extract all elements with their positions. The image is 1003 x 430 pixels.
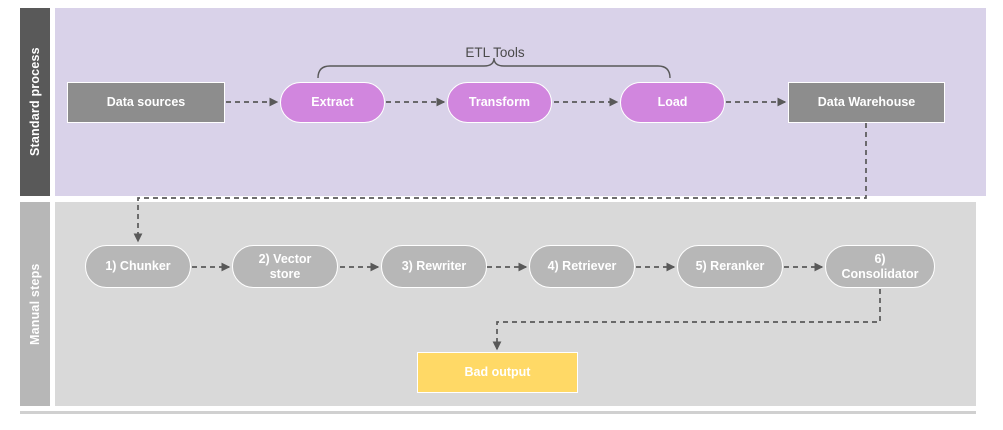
node-label-bad-output: Bad output — [464, 365, 531, 380]
node-retriever[interactable]: 4) Retriever — [529, 245, 635, 288]
node-label-data-warehouse: Data Warehouse — [817, 95, 916, 110]
node-label-transform: Transform — [468, 95, 531, 110]
node-data-warehouse[interactable]: Data Warehouse — [788, 82, 945, 123]
node-bad-output[interactable]: Bad output — [417, 352, 578, 393]
bottom-divider-rule — [20, 411, 976, 414]
node-vector-store[interactable]: 2) Vector store — [232, 245, 338, 288]
node-transform[interactable]: Transform — [447, 82, 552, 123]
node-extract[interactable]: Extract — [280, 82, 385, 123]
node-label-consolidator: 6) Consolidator — [841, 251, 919, 281]
node-label-reranker: 5) Reranker — [695, 259, 765, 274]
etl-tools-label: ETL Tools — [465, 45, 525, 60]
node-rewriter[interactable]: 3) Rewriter — [381, 245, 487, 288]
node-label-load: Load — [657, 95, 688, 110]
lane-label-manual-steps: Manual steps — [28, 263, 42, 345]
node-chunker[interactable]: 1) Chunker — [85, 245, 191, 288]
lane-label-standard-process: Standard process — [28, 47, 42, 157]
lane-header-manual-steps: Manual steps — [20, 202, 50, 406]
node-label-data-sources: Data sources — [106, 95, 186, 110]
node-reranker[interactable]: 5) Reranker — [677, 245, 783, 288]
node-data-sources[interactable]: Data sources — [67, 82, 225, 123]
node-label-vector-store: 2) Vector store — [258, 251, 312, 281]
node-label-chunker: 1) Chunker — [105, 259, 171, 274]
node-label-rewriter: 3) Rewriter — [401, 259, 467, 274]
lane-header-standard-process: Standard process — [20, 8, 50, 196]
node-label-retriever: 4) Retriever — [547, 259, 617, 274]
node-consolidator[interactable]: 6) Consolidator — [825, 245, 935, 288]
node-label-extract: Extract — [311, 95, 354, 110]
node-load[interactable]: Load — [620, 82, 725, 123]
